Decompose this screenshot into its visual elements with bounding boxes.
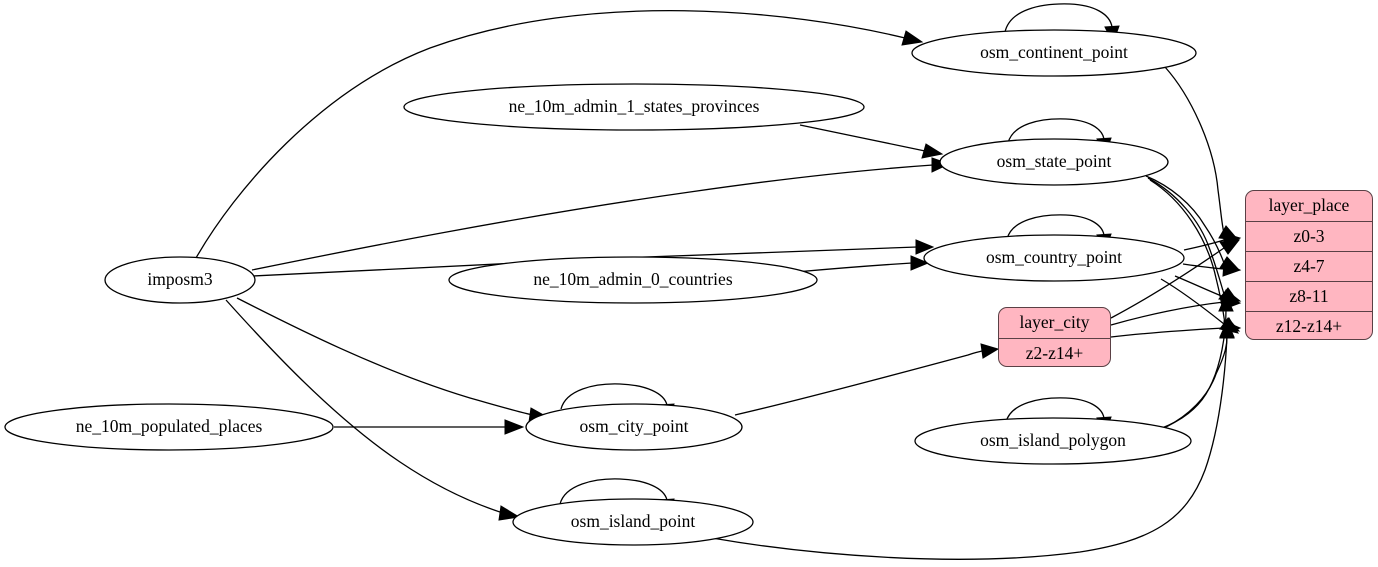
edge-osm-city-point-to-layer-city	[734, 343, 1000, 416]
node-label-osm-state-point: osm_state_point	[997, 151, 1112, 171]
node-imposm3[interactable]: imposm3	[104, 256, 256, 304]
node-layer-place[interactable]: layer_place z0-3 z4-7 z8-11 z12-z14+	[1245, 190, 1373, 340]
node-ne-10m-populated-places[interactable]: ne_10m_populated_places	[4, 403, 334, 451]
edge-osm-continent-point-to-layer-place-z0-3	[1164, 66, 1240, 241]
node-label-osm-city-point: osm_city_point	[580, 416, 689, 436]
node-ne-10m-admin-0-countries[interactable]: ne_10m_admin_0_countries	[448, 256, 818, 304]
node-osm-island-polygon[interactable]: osm_island_polygon	[914, 417, 1192, 465]
edge-osm-island-point-to-layer-place-z12-z14	[711, 319, 1235, 560]
node-label-ne-10m-admin-1-states-provinces: ne_10m_admin_1_states_provinces	[509, 96, 760, 116]
node-label-imposm3: imposm3	[147, 269, 212, 289]
edge-imposm3-to-osm-island-point	[225, 299, 521, 521]
edge-ne-populated-to-osm-city-point	[334, 419, 525, 435]
edge-imposm3-to-osm-continent-point	[195, 9, 924, 259]
node-label-osm-country-point: osm_country_point	[986, 247, 1122, 267]
node-label-osm-continent-point: osm_continent_point	[980, 42, 1128, 62]
edge-osm-island-polygon-to-layer-place-z8-11	[1161, 293, 1234, 429]
node-ne-10m-admin-1-states-provinces[interactable]: ne_10m_admin_1_states_provinces	[403, 83, 865, 131]
node-osm-state-point[interactable]: osm_state_point	[939, 138, 1169, 186]
node-layer-city[interactable]: layer_city z2-z14+	[998, 307, 1111, 367]
layer-city-header: layer_city	[1019, 312, 1090, 333]
node-osm-city-point[interactable]: osm_city_point	[525, 403, 743, 451]
node-label-ne-10m-populated-places: ne_10m_populated_places	[76, 416, 263, 436]
layer-city-row-z2-z14plus[interactable]: z2-z14+	[999, 338, 1110, 366]
layer-place-header: layer_place	[1268, 195, 1350, 216]
edge-ne-states-to-osm-state-point	[799, 124, 944, 159]
layer-place-row-z8-11[interactable]: z8-11	[1246, 281, 1372, 311]
layer-place-row-z0-3[interactable]: z0-3	[1246, 221, 1372, 251]
edge-imposm3-to-osm-city-point	[236, 297, 551, 423]
node-osm-continent-point[interactable]: osm_continent_point	[911, 29, 1197, 77]
node-label-osm-island-point: osm_island_point	[571, 511, 696, 531]
node-layer: imposm3 ne_10m_admin_1_states_provinces …	[4, 29, 1197, 546]
edge-osm-country-point-to-layer-place-z4-7	[1182, 261, 1242, 277]
edge-layer-city-to-layer-place-z0-3	[1110, 239, 1241, 319]
node-osm-country-point[interactable]: osm_country_point	[923, 234, 1185, 282]
edge-ne-countries-to-osm-country-point	[795, 255, 930, 273]
node-label-osm-island-polygon: osm_island_polygon	[980, 430, 1126, 450]
node-label-ne-10m-admin-0-countries: ne_10m_admin_0_countries	[533, 269, 732, 289]
edge-imposm3-to-osm-state-point	[251, 157, 951, 271]
layer-place-row-z12-z14plus[interactable]: z12-z14+	[1246, 311, 1372, 339]
node-osm-island-point[interactable]: osm_island_point	[512, 498, 754, 546]
layer-place-row-z4-7[interactable]: z4-7	[1246, 251, 1372, 281]
